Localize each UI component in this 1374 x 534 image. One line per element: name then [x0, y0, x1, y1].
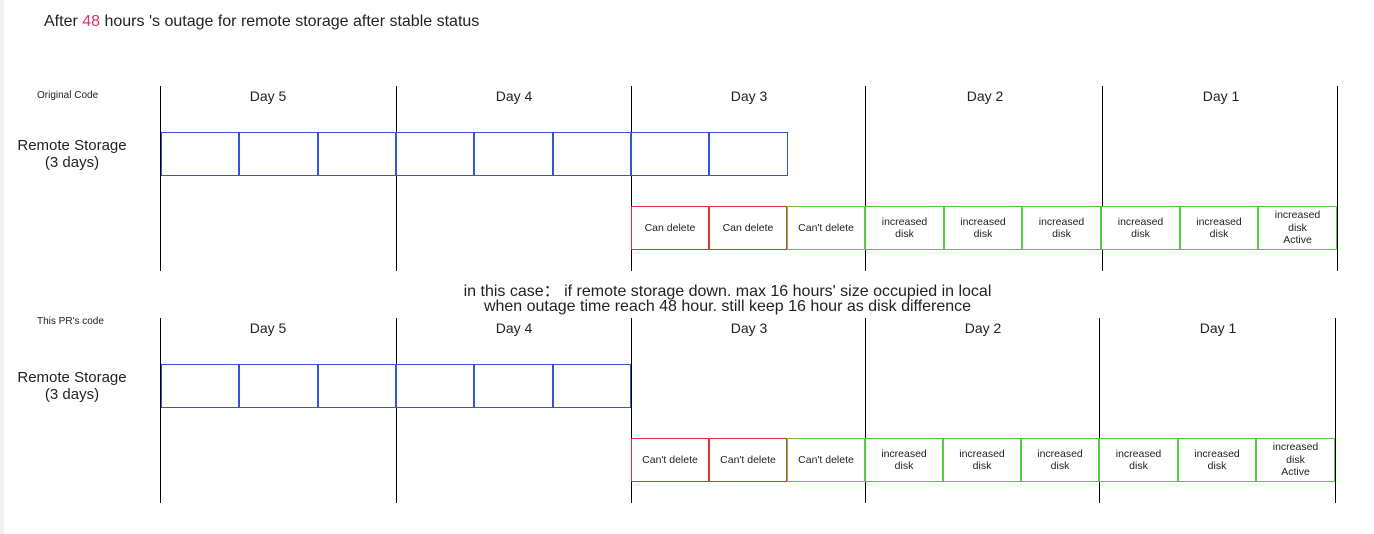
remote-storage-block	[396, 364, 474, 408]
day-label: Day 5	[249, 320, 287, 336]
day-divider	[160, 318, 161, 503]
day-divider	[1102, 86, 1103, 271]
remote-storage-block	[709, 132, 788, 176]
remote-storage-label: Remote Storage(3 days)	[8, 137, 136, 171]
day-divider	[396, 318, 397, 503]
local-disk-block: increased disk	[1101, 206, 1180, 250]
local-disk-block: Can't delete	[631, 438, 709, 482]
day-divider	[160, 86, 161, 271]
day-label: Day 1	[1199, 320, 1237, 336]
day-divider	[1337, 86, 1338, 271]
local-disk-block: increased disk Active	[1256, 438, 1335, 482]
local-disk-block: increased disk	[1180, 206, 1258, 250]
day-divider	[631, 86, 632, 271]
remote-storage-block	[474, 364, 553, 408]
remote-storage-block	[553, 132, 631, 176]
panel-pr-code: This PR's code Remote Storage(3 days) Da…	[0, 316, 1374, 508]
panel-original-code: Original Code Remote Storage(3 days) Day…	[0, 86, 1374, 276]
local-disk-block: increased disk	[1022, 206, 1101, 250]
remote-storage-block	[239, 364, 318, 408]
title-hours-highlight: 48	[82, 13, 101, 30]
local-disk-block: increased disk	[1099, 438, 1178, 482]
title-prefix: After	[44, 13, 83, 30]
left-edge-bar	[0, 0, 4, 534]
local-disk-block: Can't delete	[787, 438, 865, 482]
local-disk-block: Can delete	[709, 206, 787, 250]
local-disk-block: increased disk	[943, 438, 1021, 482]
remote-storage-block	[161, 132, 239, 176]
remote-storage-label: Remote Storage(3 days)	[8, 369, 136, 403]
title-suffix: hours 's outage for remote storage after…	[100, 13, 480, 30]
day-label: Day 1	[1202, 88, 1240, 104]
day-divider	[865, 318, 866, 503]
day-label: Day 2	[966, 88, 1004, 104]
day-label: Day 3	[730, 88, 768, 104]
day-divider	[396, 86, 397, 271]
note-line-2: when outage time reach 48 hour. still ke…	[483, 298, 972, 315]
day-divider	[631, 318, 632, 503]
remote-storage-label-line: (3 days)	[44, 386, 100, 403]
local-disk-block: increased disk	[865, 206, 944, 250]
remote-storage-block	[553, 364, 631, 408]
day-label: Day 3	[730, 320, 768, 336]
remote-storage-block	[396, 132, 474, 176]
local-disk-block: Can't delete	[709, 438, 787, 482]
local-disk-block: increased disk	[1178, 438, 1256, 482]
remote-storage-label-line: Remote Storage	[17, 137, 127, 154]
day-label: Day 4	[495, 320, 533, 336]
day-divider	[1099, 318, 1100, 503]
remote-storage-block	[318, 132, 396, 176]
remote-storage-label-line: (3 days)	[44, 154, 100, 171]
note-line-1: in this case： if remote storage down. ma…	[463, 283, 992, 300]
diagram-title: After 48 hours 's outage for remote stor…	[44, 13, 479, 31]
local-disk-block: increased disk Active	[1258, 206, 1337, 250]
local-disk-block: Can't delete	[787, 206, 865, 250]
local-disk-block: increased disk	[1021, 438, 1099, 482]
day-label: Day 4	[495, 88, 533, 104]
local-disk-block: increased disk	[865, 438, 943, 482]
panel-label: This PR's code	[37, 316, 104, 327]
day-divider	[865, 86, 866, 271]
panel-label: Original Code	[37, 90, 99, 101]
day-label: Day 2	[964, 320, 1002, 336]
local-disk-block: increased disk	[944, 206, 1022, 250]
day-label: Day 5	[249, 88, 287, 104]
remote-storage-block	[161, 364, 239, 408]
remote-storage-block	[318, 364, 396, 408]
remote-storage-block	[239, 132, 318, 176]
remote-storage-label-line: Remote Storage	[17, 369, 127, 386]
day-divider	[1335, 318, 1336, 503]
remote-storage-block	[474, 132, 553, 176]
local-disk-block: Can delete	[631, 206, 709, 250]
remote-storage-block	[631, 132, 709, 176]
